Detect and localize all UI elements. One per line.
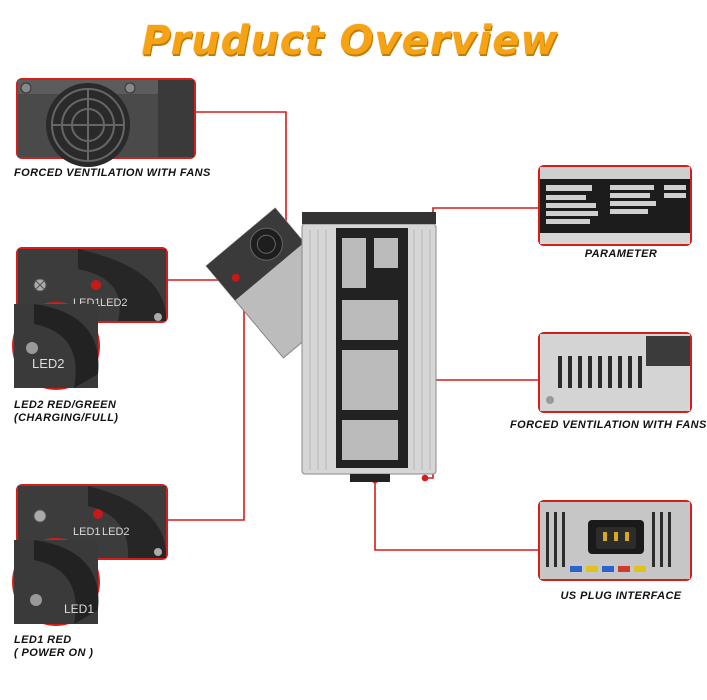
led1-zoom-art xyxy=(14,540,99,624)
fans-left-label: FORCED VENTILATION WITH FANS xyxy=(14,167,211,179)
plug-panel xyxy=(538,500,692,581)
fan-icon xyxy=(18,80,194,167)
led2-text-bottom: LED2 xyxy=(102,526,130,538)
parameter-label: PARAMETER xyxy=(584,248,658,260)
led2-zoom-art xyxy=(14,304,99,388)
fans-right-label: FORCED VENTILATION WITH FANS xyxy=(510,419,707,431)
charger-image xyxy=(205,207,437,482)
vent-panel xyxy=(538,332,692,413)
led1-text-bottom: LED1 xyxy=(73,526,101,538)
plug-icon xyxy=(540,502,690,579)
led2-label-line1: LED2 RED/GREEN xyxy=(14,399,117,411)
line-plug xyxy=(374,480,538,551)
led-panel-bottom-art xyxy=(18,486,167,558)
parameter-panel xyxy=(538,165,692,246)
led2-zoom-text: LED2 xyxy=(32,356,65,371)
led2-text: LED2 xyxy=(100,297,128,309)
page-title: Pruduct Overview xyxy=(141,18,559,64)
fan-closeup-panel xyxy=(16,78,196,167)
led2-label-line2: (CHARGING/FULL) xyxy=(14,412,119,424)
vent-art xyxy=(540,334,690,411)
led1-label-line1: LED1 RED xyxy=(14,634,72,646)
led1-label-line2: ( POWER ON ) xyxy=(14,647,94,659)
led1-zoom-circle: LED1 xyxy=(12,538,100,626)
parameter-art xyxy=(540,167,690,244)
led1-zoom-text: LED1 xyxy=(64,602,95,616)
led2-zoom-circle: LED2 xyxy=(12,302,100,390)
plug-label: US PLUG INTERFACE xyxy=(560,590,682,602)
